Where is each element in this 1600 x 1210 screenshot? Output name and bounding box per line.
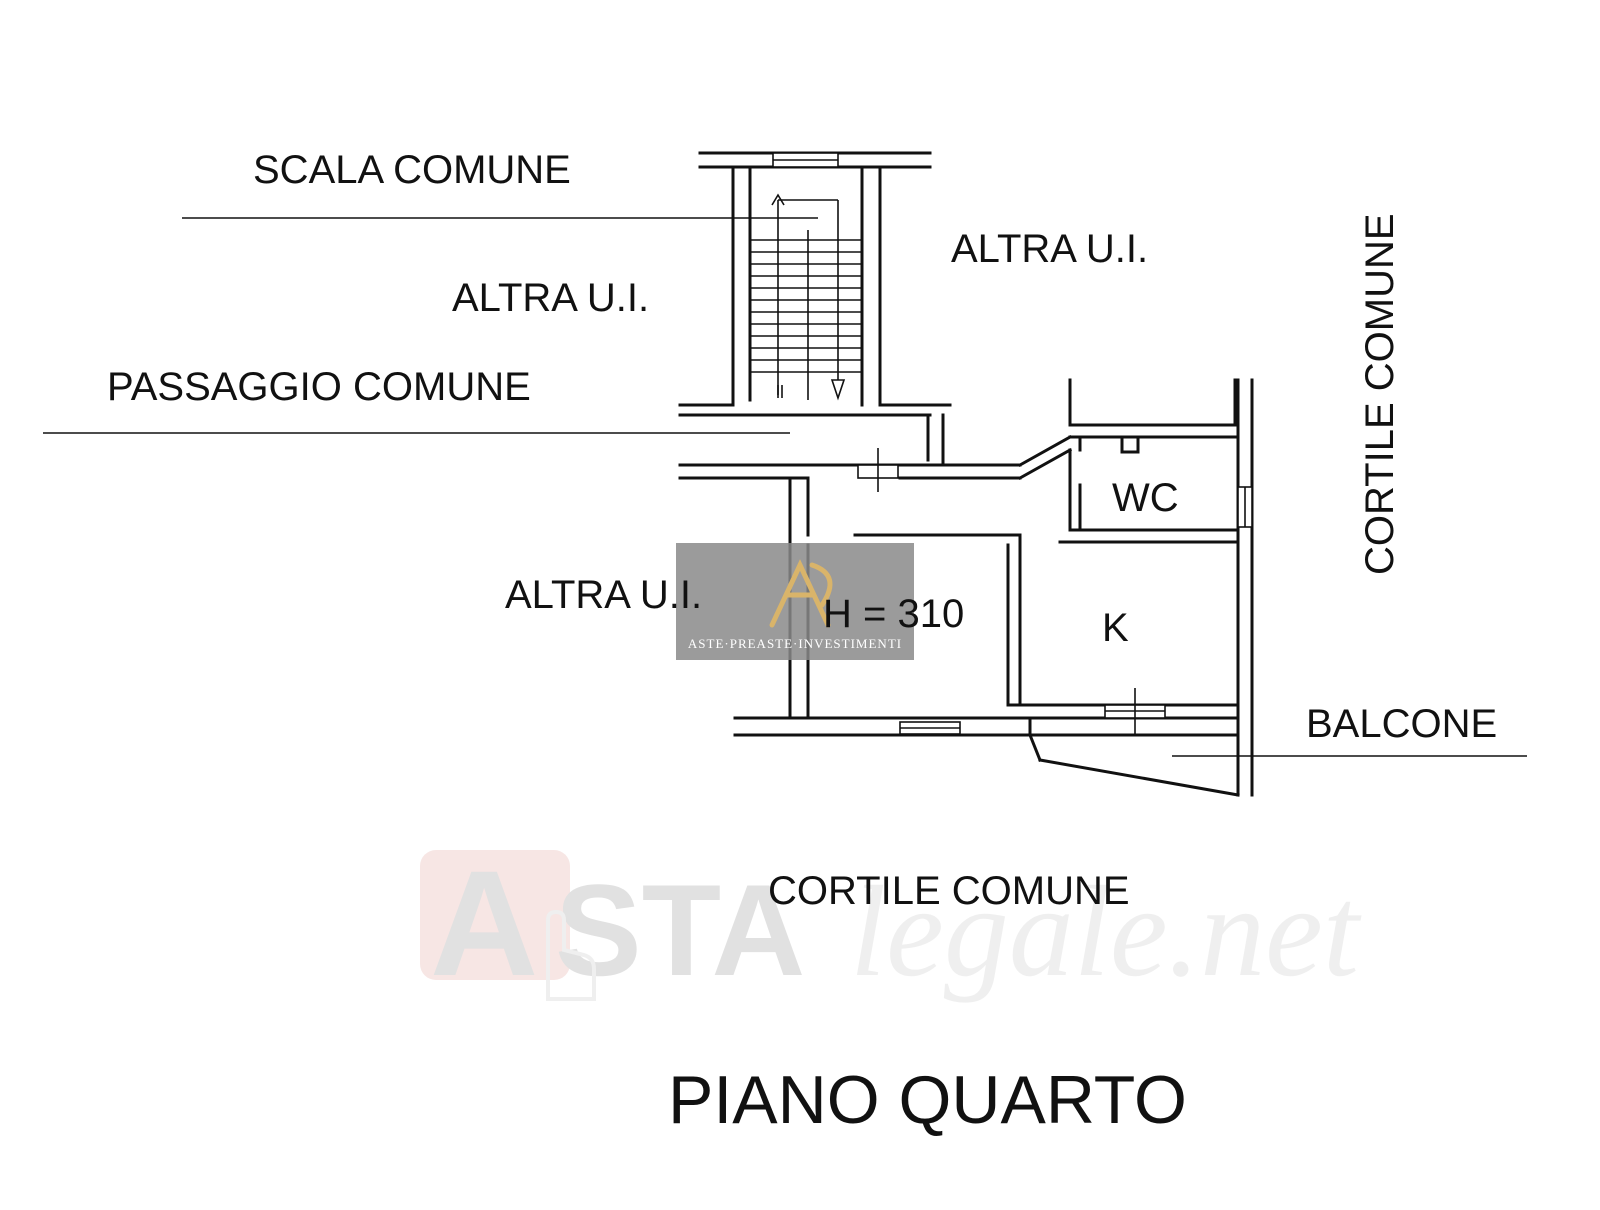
watermark-logo-box <box>420 850 570 980</box>
agency-caption: ASTE·PREASTE·INVESTIMENTI <box>688 636 902 651</box>
stair-arrow-down-icon <box>830 379 846 401</box>
watermark-legale-net: legale.net <box>850 860 1362 1004</box>
label-wc: WC <box>1112 476 1179 520</box>
hand-cursor-icon <box>546 909 596 1001</box>
agency-watermark-box <box>676 543 914 660</box>
label-altra-ui-left-mid: ALTRA U.I. <box>505 573 702 617</box>
astalegale-watermark: A STA legale.net <box>420 839 1362 1007</box>
watermark-sta: STA <box>555 857 805 1003</box>
leader-lines <box>43 217 1527 757</box>
staircase <box>750 193 862 401</box>
labels: SCALA COMUNE ALTRA U.I. ALTRA U.I. PASSA… <box>107 148 1497 1138</box>
label-cortile-comune-vertical: CORTILE COMUNE <box>1358 213 1402 575</box>
label-passaggio-comune: PASSAGGIO COMUNE <box>107 365 531 409</box>
label-kitchen: K <box>1102 606 1129 650</box>
stair-treads <box>750 239 862 373</box>
floor-title: PIANO QUARTO <box>668 1062 1187 1138</box>
label-altra-ui-left-top: ALTRA U.I. <box>452 276 649 320</box>
label-height: H = 310 <box>823 592 964 636</box>
label-altra-ui-right-top: ALTRA U.I. <box>951 227 1148 271</box>
label-scala-comune: SCALA COMUNE <box>253 148 571 192</box>
watermark-letter-a: A <box>430 839 538 1007</box>
walls <box>678 151 1254 797</box>
label-balcone: BALCONE <box>1306 702 1497 746</box>
agency-logo-icon <box>769 559 833 628</box>
agency-watermark: ASTE·PREASTE·INVESTIMENTI <box>676 543 914 660</box>
stair-arrow-up-icon <box>771 193 785 206</box>
openings <box>772 152 1253 735</box>
label-cortile-comune-bottom: CORTILE COMUNE <box>768 869 1130 913</box>
